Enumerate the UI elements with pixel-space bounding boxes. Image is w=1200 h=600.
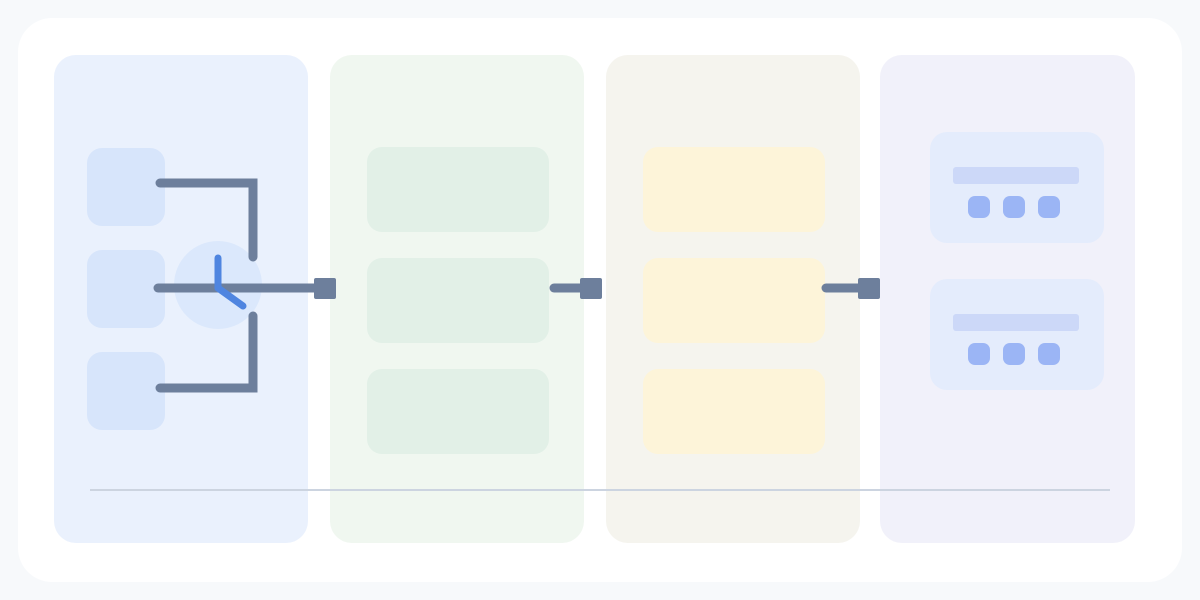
transform-bar-2[interactable] [643, 258, 825, 343]
ingest-bar-3[interactable] [367, 369, 549, 454]
output-dot-icon[interactable] [968, 196, 990, 218]
stage-panel-outputs[interactable] [880, 55, 1135, 543]
stage-panel-transform[interactable] [606, 55, 860, 543]
output-dot-icon[interactable] [1038, 343, 1060, 365]
output-card-2[interactable] [930, 279, 1104, 390]
ingest-bar-1[interactable] [367, 147, 549, 232]
output-card-2-title-bar [953, 314, 1079, 331]
output-card-1[interactable] [930, 132, 1104, 243]
transform-bar-3[interactable] [643, 369, 825, 454]
output-card-1-title-bar [953, 167, 1079, 184]
output-dot-icon[interactable] [1038, 196, 1060, 218]
source-block-1[interactable] [87, 148, 165, 226]
baseline-divider [90, 489, 1110, 491]
scheduler-hub-circle[interactable] [174, 241, 262, 329]
source-block-2[interactable] [87, 250, 165, 328]
output-card-1-dots [968, 196, 1060, 218]
ingest-bar-2[interactable] [367, 258, 549, 343]
transform-bar-1[interactable] [643, 147, 825, 232]
output-dot-icon[interactable] [968, 343, 990, 365]
output-dot-icon[interactable] [1003, 343, 1025, 365]
output-dot-icon[interactable] [1003, 196, 1025, 218]
source-block-3[interactable] [87, 352, 165, 430]
output-card-2-dots [968, 343, 1060, 365]
stage-panel-ingest[interactable] [330, 55, 584, 543]
